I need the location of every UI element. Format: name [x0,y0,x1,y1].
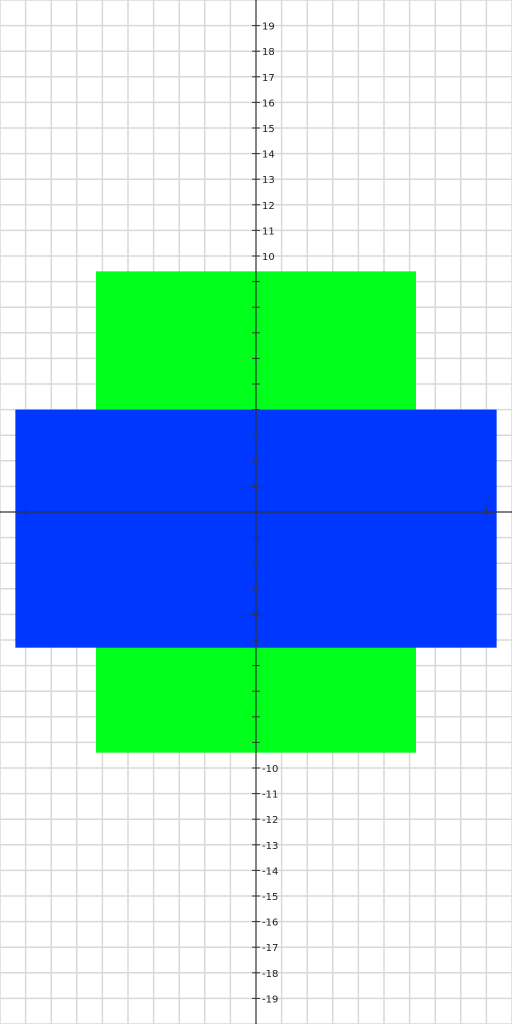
y-tick-label: 12 [262,201,275,212]
y-tick-label: 17 [262,73,275,84]
y-tick-label: -19 [262,994,278,1005]
y-tick-label: -12 [262,815,278,826]
y-tick-label: 19 [262,22,275,33]
y-tick-label: -17 [262,943,278,954]
y-tick-label: 16 [262,98,275,109]
y-tick-label: -13 [262,841,278,852]
y-tick-label: -11 [262,790,278,801]
y-tick-label: -15 [262,892,278,903]
y-tick-label: -10 [262,764,278,775]
y-tick-label: -16 [262,918,278,929]
y-tick-label: 18 [262,47,275,58]
y-tick-label: 14 [262,150,275,161]
y-tick-label: -14 [262,866,278,877]
tick-labels: 19 18 17 16 15 14 13 12 11 10 -10 -11 -12 -13 -14 -15 -1… [262,22,278,1006]
y-tick-label: 15 [262,124,275,135]
y-tick-label: -18 [262,969,278,980]
y-tick-label: 10 [262,252,275,263]
y-tick-label: 13 [262,175,275,186]
y-tick-label: 11 [262,226,275,237]
